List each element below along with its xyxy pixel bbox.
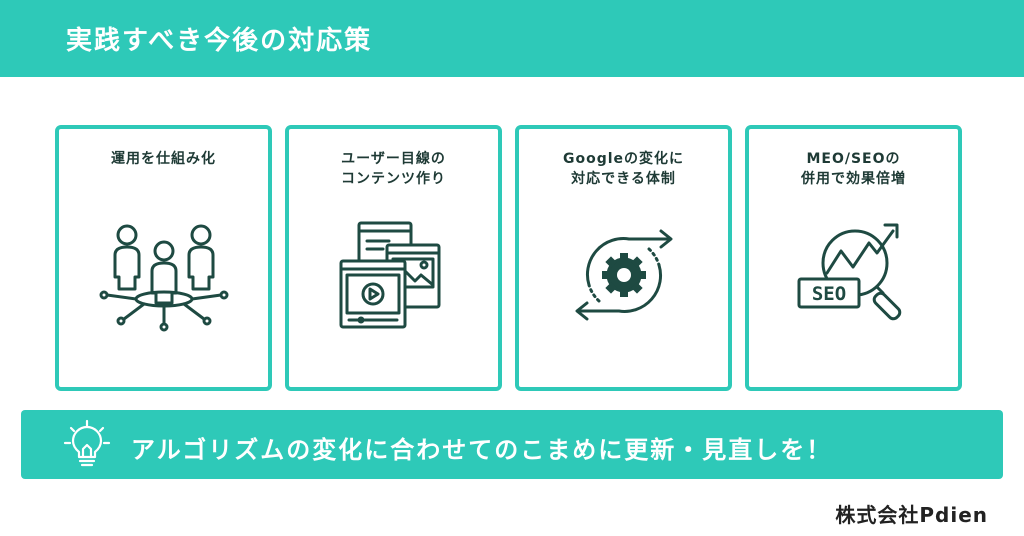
card-title: ユーザー目線の コンテンツ作り [341,151,446,187]
card-operation-system: 運用を仕組み化 [55,125,272,391]
card-user-content: ユーザー目線の コンテンツ作り [285,125,502,391]
card-meo-seo: MEO/SEOの 併用で効果倍増 SEO [745,125,962,391]
banner: アルゴリズムの変化に合わせてのこまめに更新・見直しを！ [21,410,1003,479]
banner-message: アルゴリズムの変化に合わせてのこまめに更新・見直しを！ [131,436,833,464]
card-title: Googleの変化に 対応できる体制 [562,151,685,187]
lightbulb-icon [61,419,113,471]
gear-cycle-icon [559,215,689,335]
seo-label: SEO [811,283,845,305]
card-google-response: Googleの変化に 対応できる体制 [515,125,732,391]
header-band: 実践すべき今後の対応策 [0,0,1024,77]
card-title: MEO/SEOの 併用で効果倍増 [801,151,906,187]
team-network-icon [99,215,229,335]
content-media-icon [329,215,459,335]
card-title: 運用を仕組み化 [111,151,216,167]
page-title: 実践すべき今後の対応策 [66,26,373,56]
company-name: 株式会社Pdien [835,503,988,527]
seo-growth-icon: SEO [789,215,919,335]
